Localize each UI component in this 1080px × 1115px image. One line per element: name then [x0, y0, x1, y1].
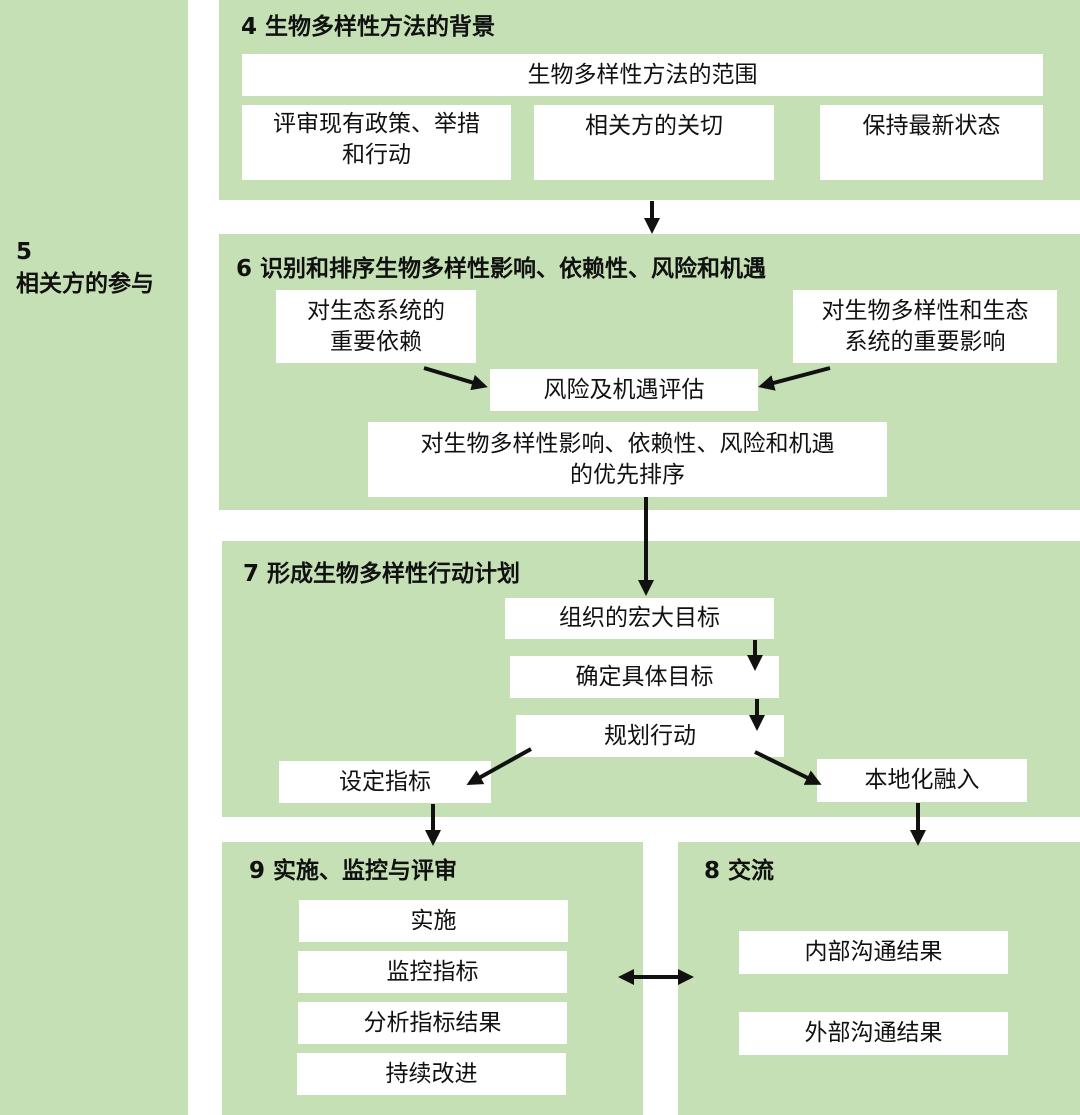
section-4-heading: 4 生物多样性方法的背景	[241, 14, 496, 40]
plan-actions-box: 规划行动	[516, 715, 784, 757]
external-communication-box: 外部沟通结果	[739, 1012, 1008, 1055]
review-policies-box: 评审现有政策、举措 和行动	[242, 105, 511, 180]
set-indicators-box: 设定指标	[279, 761, 491, 803]
section-9-heading: 9 实施、监控与评审	[249, 858, 458, 884]
biodiversity-impacts-box: 对生物多样性和生态 系统的重要影响	[793, 290, 1057, 363]
section-8-heading: 8 交流	[704, 858, 775, 884]
monitor-indicators-box: 监控指标	[298, 951, 567, 993]
stakeholder-panel-title: 相关方的参与	[16, 271, 154, 297]
scope-box: 生物多样性方法的范围	[242, 54, 1043, 96]
organizational-goals-box: 组织的宏大目标	[505, 598, 774, 639]
analyze-results-box: 分析指标结果	[298, 1002, 567, 1044]
specific-targets-box: 确定具体目标	[510, 656, 779, 698]
risk-opportunity-assessment-box: 风险及机遇评估	[490, 369, 758, 411]
section-8-panel	[678, 842, 1080, 1115]
section-7-heading: 7 形成生物多样性行动计划	[243, 561, 521, 587]
stakeholder-concerns-box: 相关方的关切	[534, 105, 774, 180]
continuous-improvement-box: 持续改进	[297, 1053, 566, 1095]
stakeholder-panel-number: 5	[16, 239, 33, 265]
implement-box: 实施	[299, 900, 568, 942]
localization-box: 本地化融入	[817, 759, 1027, 802]
section-6-heading: 6 识别和排序生物多样性影响、依赖性、风险和机遇	[236, 256, 767, 282]
ecosystem-dependencies-box: 对生态系统的 重要依赖	[276, 290, 476, 363]
prioritization-box: 对生物多样性影响、依赖性、风险和机遇 的优先排序	[368, 422, 887, 497]
stay-up-to-date-box: 保持最新状态	[820, 105, 1043, 180]
internal-communication-box: 内部沟通结果	[739, 931, 1008, 974]
stakeholder-panel	[0, 0, 188, 1115]
